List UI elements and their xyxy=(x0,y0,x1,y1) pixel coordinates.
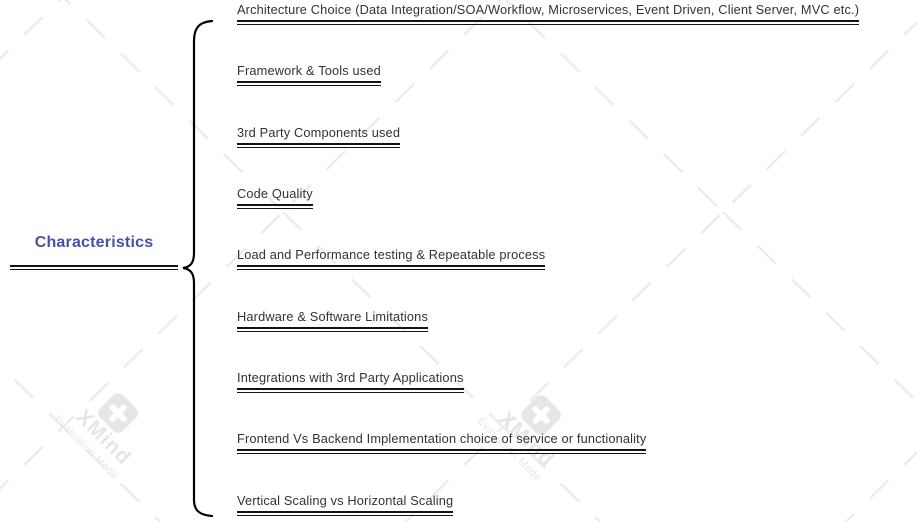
subtopic-label: Integrations with 3rd Party Applications xyxy=(237,369,464,385)
subtopic-label: Vertical Scaling vs Horizontal Scaling xyxy=(237,492,454,508)
topic-underline xyxy=(237,81,381,87)
subtopic[interactable]: Framework & Tools used xyxy=(225,61,396,87)
topic-underline xyxy=(237,265,546,271)
topic-underline xyxy=(10,265,178,270)
subtopic-label: Load and Performance testing & Repeatabl… xyxy=(237,247,546,263)
subtopic[interactable]: Frontend Vs Backend Implementation choic… xyxy=(225,429,661,455)
subtopic[interactable]: Integrations with 3rd Party Applications xyxy=(225,368,479,393)
topic-underline xyxy=(237,20,860,25)
subtopic[interactable]: Architecture Choice (Data Integration/SO… xyxy=(225,0,874,25)
subtopic-label: 3rd Party Components used xyxy=(237,124,401,140)
topic-underline xyxy=(237,142,401,148)
subtopic[interactable]: Vertical Scaling vs Horizontal Scaling xyxy=(225,491,468,516)
subtopic-label: Frontend Vs Backend Implementation choic… xyxy=(237,431,647,447)
topic-underline xyxy=(237,326,428,332)
subtopic[interactable]: 3rd Party Components used xyxy=(225,123,415,148)
subtopic-label: Hardware & Software Limitations xyxy=(237,308,428,324)
topic-underline xyxy=(237,387,464,393)
topic-underline xyxy=(237,510,454,516)
subtopic[interactable]: Load and Performance testing & Repeatabl… xyxy=(225,245,560,271)
topic-underline xyxy=(237,449,647,455)
subtopic-label: Architecture Choice (Data Integration/SO… xyxy=(237,2,860,17)
subtopic-label: Framework & Tools used xyxy=(237,63,381,79)
subtopic[interactable]: Code Quality xyxy=(225,184,328,209)
topic-underline xyxy=(237,203,313,209)
root-topic[interactable]: Characteristics xyxy=(10,233,178,270)
subtopic[interactable]: Hardware & Software Limitations xyxy=(225,307,443,332)
root-topic-label: Characteristics xyxy=(34,234,154,251)
subtopic-label: Code Quality xyxy=(237,185,313,201)
